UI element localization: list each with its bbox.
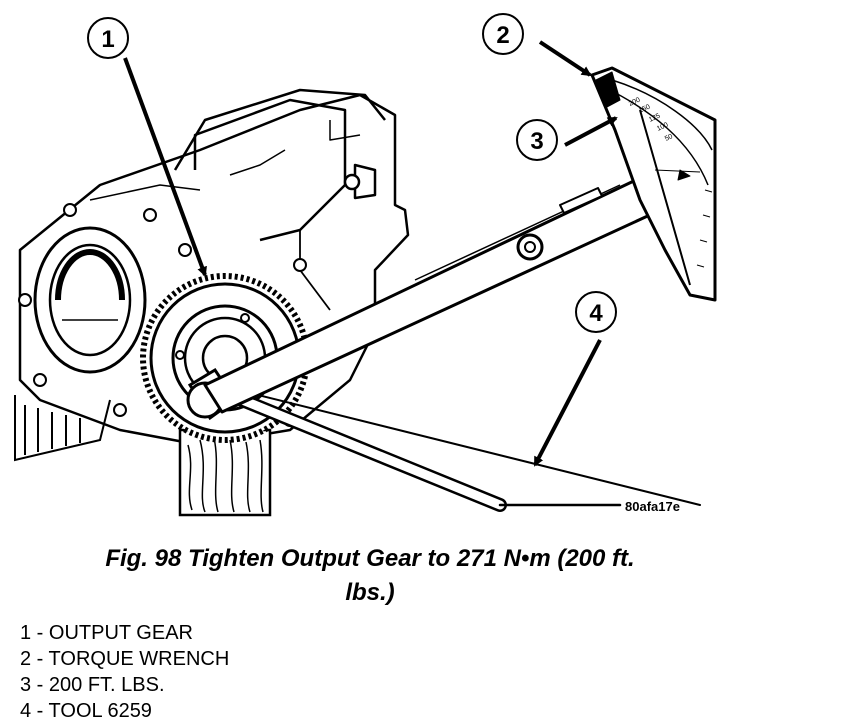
callout-2: 2 (482, 13, 524, 55)
legend-item: 4 - TOOL 6259 (20, 700, 152, 722)
svg-text:1: 1 (101, 26, 114, 53)
leader-4 (533, 339, 602, 467)
parts-legend: 1 - OUTPUT GEAR 2 - TORQUE WRENCH 3 - 20… (20, 620, 229, 724)
legend-item: 3 - 200 FT. LBS. (20, 674, 165, 696)
housing-bore (33, 226, 147, 374)
scale-mark: 200 (628, 96, 642, 107)
leader-3 (564, 116, 618, 147)
svg-text:2: 2 (496, 22, 509, 49)
callout-3: 3 (516, 119, 558, 161)
svg-text:3: 3 (530, 128, 543, 155)
legend-item: 1 - OUTPUT GEAR (20, 622, 193, 644)
scale-mark: 125 (648, 112, 662, 123)
leader-1 (123, 57, 207, 277)
leader-2 (538, 40, 592, 77)
caption-line-1: Fig. 98 Tighten Output Gear to 271 N•m (… (105, 545, 635, 572)
caption-line-2: lbs.) (345, 579, 395, 606)
legend-item: 2 - TORQUE WRENCH (20, 648, 230, 670)
figure-caption: Fig. 98 Tighten Output Gear to 271 N•m (… (30, 542, 710, 610)
wood-block (178, 428, 272, 517)
scale-mark: 150 (638, 103, 652, 114)
dial-scale: 200 150 125 100 50 (628, 96, 674, 142)
leader-lines (123, 40, 618, 467)
figure-code: 80afa17e (625, 499, 680, 514)
scale-mark: 100 (656, 121, 670, 132)
svg-text:4: 4 (589, 300, 603, 327)
callout-4: 4 (575, 291, 617, 333)
callout-1: 1 (87, 17, 129, 59)
scale-mark: 50 (664, 133, 674, 143)
technical-illustration: 200 150 125 100 50 1 2 3 4 80afa17e (14, 13, 717, 517)
holding-tool-6259 (223, 387, 701, 512)
housing-ribs (14, 395, 111, 462)
torque-wrench-dial (590, 66, 717, 302)
